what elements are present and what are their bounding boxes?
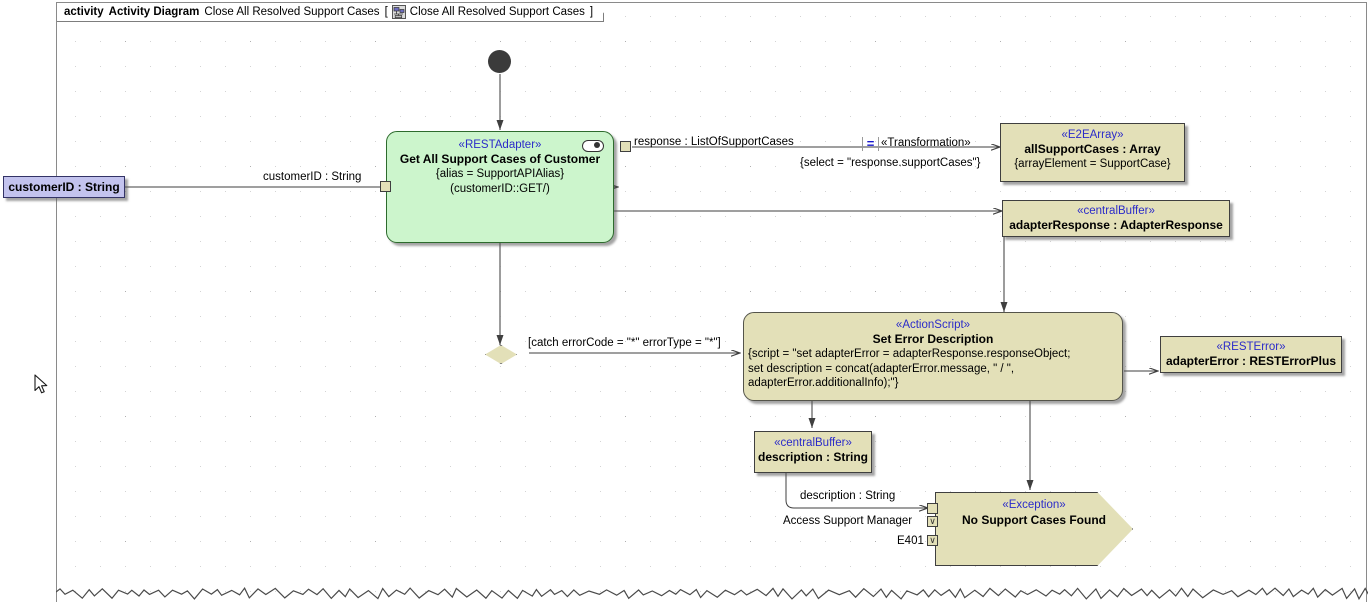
action-script-line-3: adapterError.additionalInfo);"} (744, 376, 1122, 390)
rest-adapter-alias-prop: {alias = SupportAPIAlias} (387, 167, 613, 181)
mouse-cursor (34, 374, 49, 401)
edge-label-e401: E401 (897, 535, 924, 547)
input-parameter-label: customerID : String (8, 180, 119, 195)
adapter-response-name: adapterResponse : AdapterResponse (1003, 218, 1229, 233)
rest-error-stereotype: «RESTError» (1161, 340, 1341, 354)
description-buffer-name: description : String (755, 450, 871, 465)
adapter-response-stereotype: «centralBuffer» (1003, 204, 1229, 218)
edge-label-access-support-manager: Access Support Manager (783, 515, 912, 527)
edge-label-transformation-stereotype: «Transformation» (881, 137, 971, 149)
e2earray-name: allSupportCases : Array (1001, 142, 1184, 157)
rest-adapter-stereotype: «RESTAdapter» (387, 138, 613, 152)
activity-diagram-icon (392, 5, 406, 19)
edge-label-guard: [catch errorCode = "*" errorType = "*"] (528, 337, 721, 349)
e2earray-stereotype: «E2EArray» (1001, 128, 1184, 142)
exception-no-support-cases-found[interactable]: «Exception» No Support Cases Found (935, 492, 1133, 566)
object-all-support-cases[interactable]: «E2EArray» allSupportCases : Array {arra… (1000, 123, 1185, 182)
exception-stereotype: «Exception» (936, 499, 1132, 511)
edge-label-customerid: customerID : String (263, 171, 361, 183)
frame-keyword: activity (64, 6, 104, 18)
central-buffer-adapter-response[interactable]: «centralBuffer» adapterResponse : Adapte… (1002, 200, 1230, 237)
action-script-stereotype: «ActionScript» (744, 318, 1122, 332)
diagram-frame (56, 2, 1367, 602)
frame-bracket-close: ] (590, 6, 593, 18)
action-set-error-description[interactable]: «ActionScript» Set Error Description {sc… (743, 312, 1123, 401)
central-buffer-description[interactable]: «centralBuffer» description : String (754, 431, 872, 473)
edge-label-description-pin: description : String (800, 490, 895, 502)
pin-response-output[interactable] (620, 141, 631, 152)
frame-title-tab: activity Activity Diagram Close All Reso… (57, 3, 604, 22)
frame-bracket-name: Close All Resolved Support Cases (410, 6, 585, 18)
pin-description-input[interactable] (927, 503, 938, 514)
pin-e401[interactable]: ∨ (927, 535, 938, 546)
edge-label-response: response : ListOfSupportCases (634, 136, 794, 148)
frame-type-label: Activity Diagram (109, 6, 200, 18)
rest-adapter-operation-prop: (customerID::GET/) (387, 182, 613, 196)
initial-node[interactable] (488, 50, 511, 73)
e2earray-element-prop: {arrayElement = SupportCase} (1001, 157, 1184, 171)
pin-customerid-input[interactable] (380, 181, 391, 192)
pin-access-support-manager[interactable]: ∨ (927, 516, 938, 527)
description-buffer-stereotype: «centralBuffer» (755, 436, 871, 450)
action-get-all-support-cases[interactable]: «RESTAdapter» Get All Support Cases of C… (386, 131, 614, 243)
action-script-name: Set Error Description (744, 332, 1122, 347)
torn-bottom-edge (56, 586, 1368, 604)
action-script-line-2: set description = concat(adapterError.me… (744, 362, 1122, 376)
rounded-rect-icon (582, 140, 604, 152)
input-parameter-customerid[interactable]: customerID : String (3, 176, 125, 198)
rest-adapter-name: Get All Support Cases of Customer (387, 152, 613, 167)
object-adapter-error[interactable]: «RESTError» adapterError : RESTErrorPlus (1160, 336, 1342, 373)
action-script-line-1: {script = "set adapterError = adapterRes… (744, 347, 1122, 361)
transformation-icon: = (862, 137, 879, 151)
edge-label-select-prop: {select = "response.supportCases"} (800, 157, 980, 169)
frame-bracket-open: [ (385, 6, 388, 18)
rest-error-name: adapterError : RESTErrorPlus (1161, 354, 1341, 369)
exception-name: No Support Cases Found (936, 513, 1132, 527)
frame-diagram-name: Close All Resolved Support Cases (204, 6, 379, 18)
